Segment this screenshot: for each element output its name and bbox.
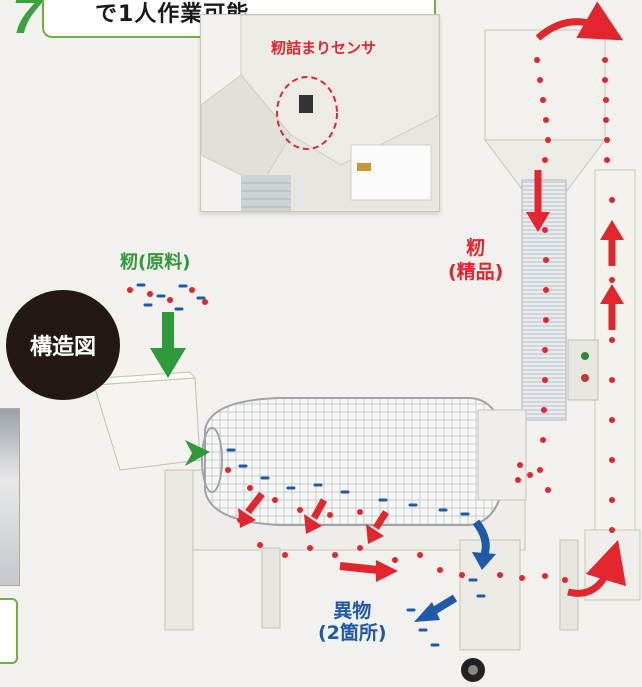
flow-arrows bbox=[150, 1, 627, 622]
adjacent-box-fragment bbox=[0, 598, 18, 664]
raw-material-label: 籾(原料) bbox=[120, 252, 191, 273]
product-label: 籾 (精品) bbox=[448, 236, 503, 284]
product-label-line1: 籾 bbox=[466, 237, 486, 259]
foreign-matter-marks bbox=[136, 283, 486, 647]
sensor-label: 籾詰まりセンサ bbox=[271, 39, 377, 57]
separator-body bbox=[164, 397, 579, 682]
structure-diagram-badge: 構造図 bbox=[6, 290, 120, 400]
foreign-matter-label-line2: (2箇所) bbox=[318, 622, 387, 644]
title-number: 7 bbox=[12, 0, 41, 45]
sensor-inset-photo: 籾詰まりセンサ bbox=[200, 14, 440, 212]
foreign-matter-label: 異物 (2箇所) bbox=[318, 600, 387, 644]
sensor-inset-drawing bbox=[201, 15, 439, 211]
product-label-line2: (精品) bbox=[448, 261, 504, 283]
foreign-matter-label-line1: 異物 bbox=[333, 600, 372, 622]
grain-dots bbox=[127, 57, 615, 583]
adjacent-photo-fragment bbox=[0, 408, 20, 586]
hopper bbox=[92, 371, 201, 471]
